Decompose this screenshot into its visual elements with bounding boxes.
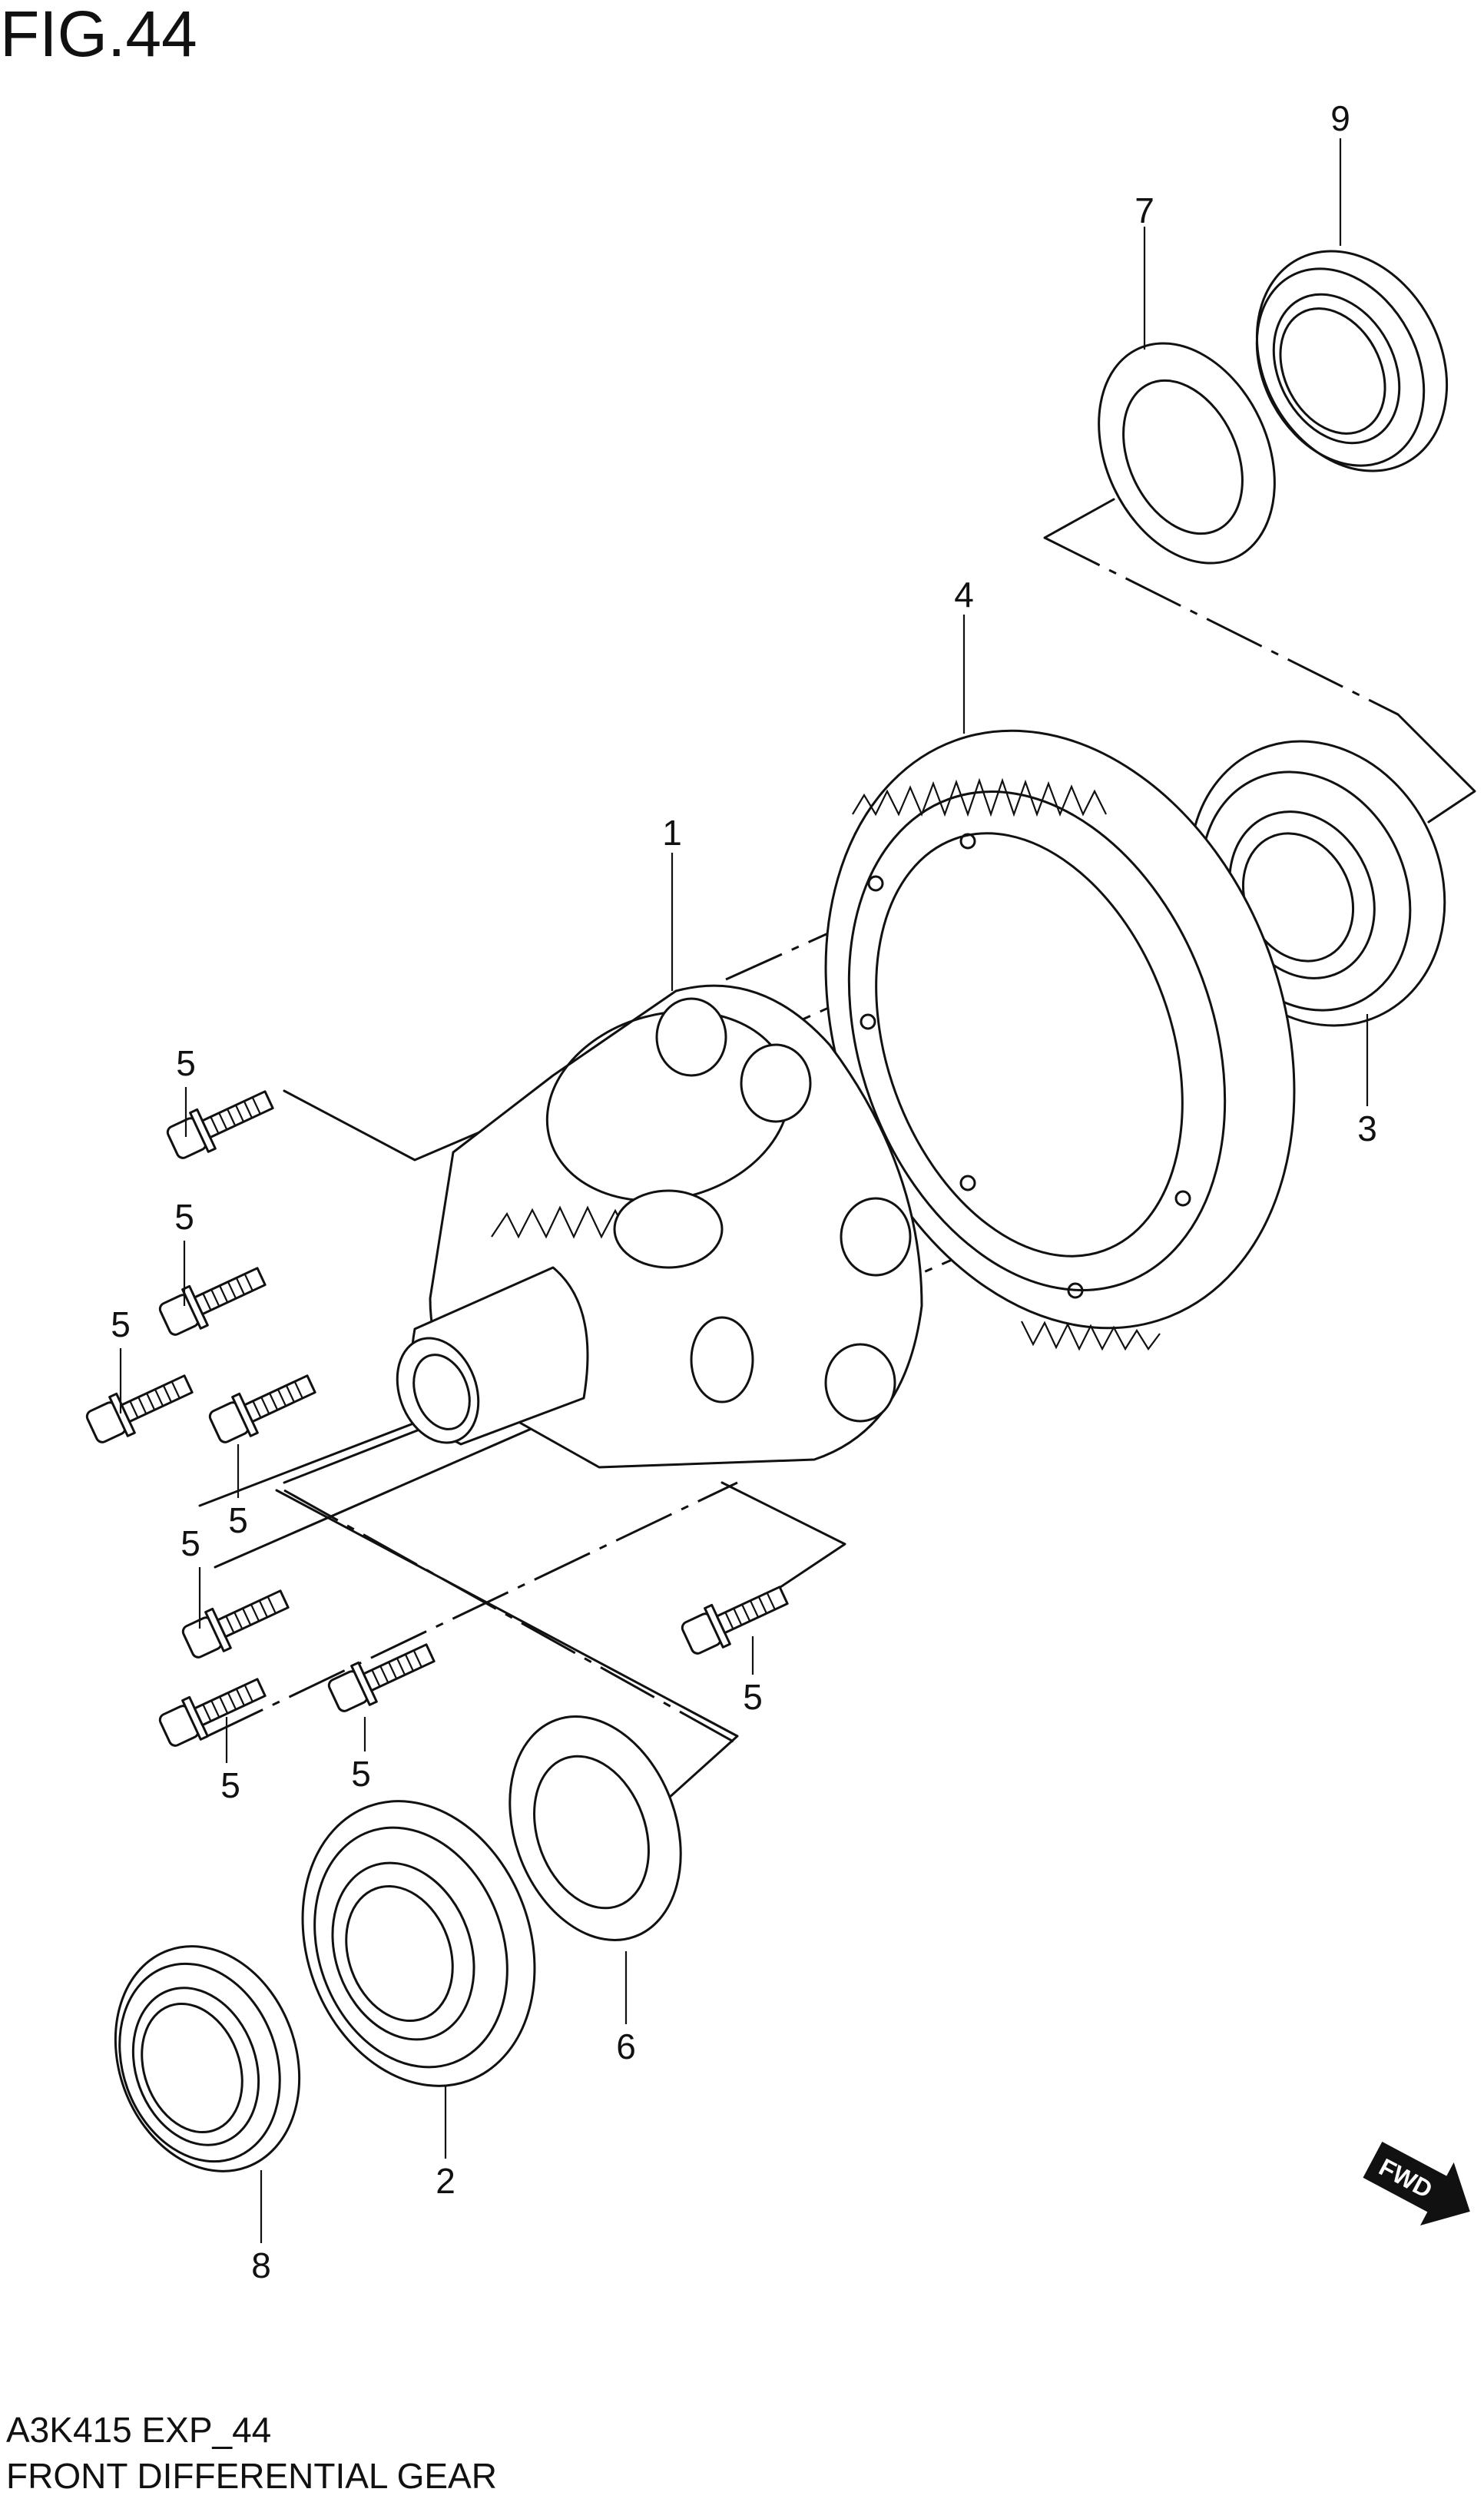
callout-5: 5 bbox=[228, 1500, 248, 1540]
callout-5: 5 bbox=[111, 1304, 131, 1344]
callout-5: 5 bbox=[743, 1677, 763, 1717]
part-6-washer bbox=[508, 1715, 682, 1941]
callout-numbers: 9 7 4 1 3 5 5 5 5 5 5 5 5 6 2 8 bbox=[111, 98, 1377, 2285]
bolt bbox=[166, 1090, 274, 1159]
callout-5: 5 bbox=[181, 1523, 200, 1563]
bolt bbox=[158, 1678, 267, 1747]
diagram-title: FRONT DIFFERENTIAL GEAR bbox=[6, 2456, 497, 2496]
fwd-arrow-icon: FWD bbox=[1363, 2141, 1470, 2226]
bolt bbox=[158, 1267, 267, 1336]
bolt bbox=[181, 1589, 290, 1659]
callout-5: 5 bbox=[220, 1765, 240, 1805]
callout-4: 4 bbox=[954, 575, 974, 615]
bolt bbox=[327, 1643, 436, 1712]
part-9-oil-seal bbox=[1255, 250, 1449, 472]
bolt bbox=[681, 1586, 789, 1655]
callout-leaders bbox=[119, 138, 1369, 2243]
part-8-oil-seal bbox=[114, 1945, 301, 2172]
part-1-differential-case bbox=[396, 984, 923, 1469]
callout-7: 7 bbox=[1135, 191, 1154, 230]
callout-9: 9 bbox=[1330, 98, 1350, 138]
callout-5: 5 bbox=[176, 1043, 196, 1083]
callout-8: 8 bbox=[251, 2245, 271, 2285]
part-7-washer bbox=[1098, 342, 1276, 565]
part-2-bearing bbox=[301, 1800, 536, 2087]
figure-title: FIG.44 bbox=[0, 0, 197, 70]
callout-3: 3 bbox=[1357, 1109, 1377, 1148]
bolt bbox=[85, 1374, 194, 1443]
bolt bbox=[208, 1374, 316, 1443]
part-5-bolts bbox=[85, 1090, 789, 1747]
diagram-code: A3K415 EXP_44 bbox=[6, 2410, 272, 2450]
callout-6: 6 bbox=[616, 2027, 636, 2066]
callout-1: 1 bbox=[662, 813, 682, 853]
callout-5: 5 bbox=[174, 1197, 194, 1237]
callout-2: 2 bbox=[436, 2161, 455, 2201]
callout-5: 5 bbox=[351, 1754, 371, 1794]
